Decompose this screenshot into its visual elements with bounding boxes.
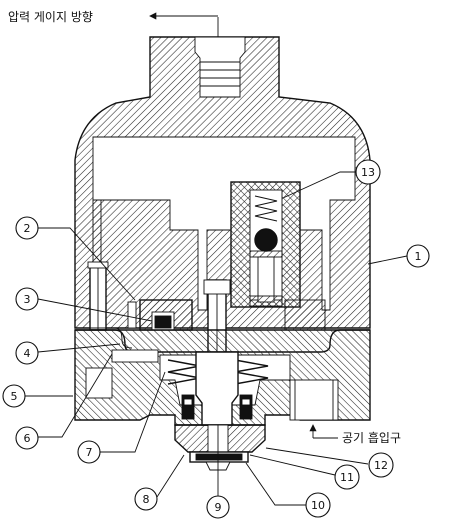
air-inlet-label: 공기 흡입구 (342, 431, 401, 445)
callout-11-number: 11 (340, 471, 354, 484)
callout-10-number: 10 (311, 499, 325, 512)
callout-5: 5 (2, 384, 26, 408)
callout-9: 9 (206, 495, 230, 519)
callout-7: 7 (77, 440, 101, 464)
callout-13: 13 (355, 159, 381, 185)
callout-12: 12 (368, 452, 394, 478)
callout-11: 11 (334, 464, 360, 490)
callout-10: 10 (305, 492, 331, 518)
pressure-gauge-direction-label: 압력 게이지 방향 (8, 10, 93, 24)
relief-valve-column (230, 181, 301, 308)
callout-7-number: 7 (86, 446, 93, 459)
bottom-fitting (174, 424, 266, 471)
callout-6-number: 6 (24, 432, 31, 445)
callout-2-number: 2 (24, 222, 31, 235)
callout-8-number: 8 (143, 493, 150, 506)
left-bolt (87, 261, 137, 331)
callout-5-number: 5 (11, 390, 18, 403)
callout-leaders (25, 171, 408, 506)
callout-13-number: 13 (361, 166, 375, 179)
callout-1-number: 1 (415, 250, 422, 263)
callout-4: 4 (15, 341, 39, 365)
air-inlet-arrow (309, 424, 338, 439)
callout-4-number: 4 (24, 347, 31, 360)
callout-2: 2 (15, 216, 39, 240)
callout-8: 8 (134, 487, 158, 511)
callout-6: 6 (15, 426, 39, 450)
callout-3: 3 (15, 287, 39, 311)
callout-9-number: 9 (215, 501, 222, 514)
callout-1: 1 (406, 244, 430, 268)
diaphragm-plate (139, 299, 326, 331)
callout-12-number: 12 (374, 459, 388, 472)
callout-3-number: 3 (24, 293, 31, 306)
